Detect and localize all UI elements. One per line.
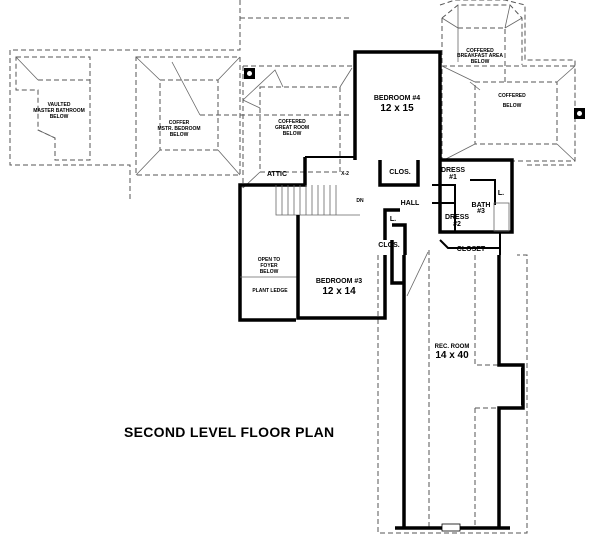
label-dress1-2: #1	[449, 174, 457, 181]
label-bath3-1: BATH	[472, 202, 491, 209]
walls	[238, 50, 525, 532]
label-open-foyer-3: BELOW	[260, 269, 279, 275]
label-closet: CLOSET	[457, 246, 486, 253]
bedroom3-name: BEDROOM #3	[316, 278, 362, 285]
label-breakfast-1: COFFERED	[466, 48, 494, 54]
label-attic: ATTIC	[267, 171, 287, 178]
label-vaulted-3: BELOW	[50, 114, 69, 120]
label-open-foyer-2: FOYER	[260, 263, 278, 269]
label-coffer-mstr-2: MSTR. BEDROOM	[157, 126, 200, 132]
label-great-1: COFFERED	[278, 119, 306, 125]
label-open-foyer-1: OPEN TO	[258, 257, 281, 263]
rec-room-name: REC. ROOM	[435, 344, 470, 350]
label-dress2-1: DRESS	[445, 214, 469, 221]
room-labels: VAULTED MASTER BATHROOM BELOW COFFER MST…	[33, 48, 526, 361]
vent-icon-center	[247, 71, 252, 76]
vent-icon-center	[577, 111, 582, 116]
label-coffer-mstr-1: COFFER	[169, 120, 190, 126]
label-bath3-2: #3	[477, 208, 485, 215]
label-linen-1: L.	[498, 190, 504, 197]
bedroom3-size: 12 x 14	[322, 286, 356, 297]
label-x2: X-2	[341, 171, 349, 177]
label-vaulted-1: VAULTED	[48, 102, 71, 108]
label-great-2: GREAT ROOM	[275, 125, 309, 131]
label-dress1-1: DRESS	[441, 167, 465, 174]
bedroom4-size: 12 x 15	[380, 103, 414, 114]
ceiling-outlines	[9, 0, 576, 534]
label-coffered-right-1: COFFERED	[498, 93, 526, 99]
label-vaulted-2: MASTER BATHROOM	[33, 108, 85, 114]
label-breakfast-3: BELOW	[471, 59, 490, 65]
plan-title: SECOND LEVEL FLOOR PLAN	[124, 424, 335, 440]
label-hall: HALL	[401, 200, 420, 207]
label-plant-ledge: PLANT LEDGE	[252, 288, 288, 294]
label-breakfast-2: BREAKFAST AREA	[457, 53, 503, 59]
label-coffer-mstr-3: BELOW	[170, 132, 189, 138]
label-clos-mid: CLOS.	[378, 242, 399, 249]
label-dress2-2: #2	[453, 221, 461, 228]
label-great-3: BELOW	[283, 131, 302, 137]
label-linen-2: L.	[390, 216, 396, 223]
label-dn: DN	[356, 198, 364, 204]
rec-room-size: 14 x 40	[435, 350, 469, 361]
label-coffered-right-2: BELOW	[503, 103, 522, 109]
label-clos-top: CLOS.	[389, 169, 410, 176]
bedroom4-name: BEDROOM #4	[374, 95, 420, 102]
